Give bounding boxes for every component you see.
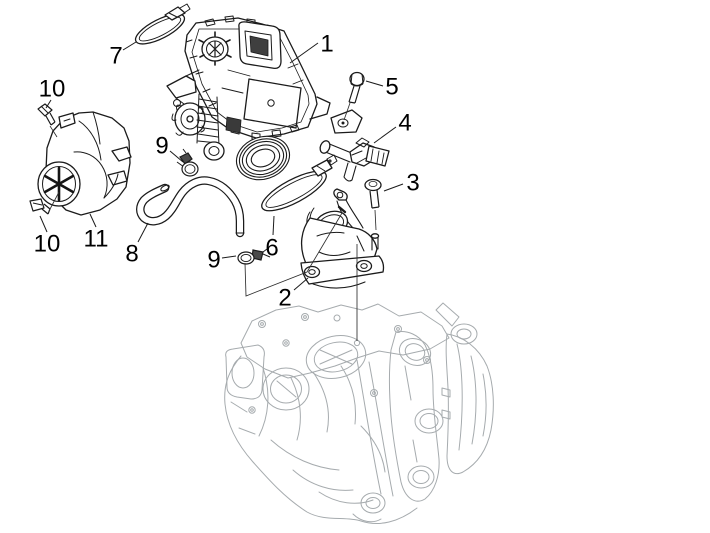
part-label-hose-clamp-small: 7 xyxy=(109,43,122,70)
throttle-body-assembly-illustration xyxy=(166,15,331,181)
part-label-intake-manifold: 2 xyxy=(278,285,291,312)
part-label-screw-lower: 10 xyxy=(34,231,61,258)
leader-line-hose-clamp-small xyxy=(122,41,137,51)
assembly-line-screw-3-to-stud xyxy=(374,209,377,231)
secondary-air-cover-illustration xyxy=(37,111,132,216)
assembly-line-screw-10-lower-to-cover xyxy=(48,191,60,212)
fuel-injector-illustration xyxy=(319,109,390,182)
leader-line-secondary-air-cover xyxy=(89,213,97,228)
leader-line-screw-upper xyxy=(45,99,52,109)
intake-manifold-illustration xyxy=(300,188,385,289)
leader-line-fuel-injector xyxy=(373,126,397,144)
engine-block-illustration xyxy=(224,302,494,524)
assembly-line-screw-10-upper-to-cover xyxy=(49,125,58,138)
part-label-throttle-body-air-filter-assembly: 1 xyxy=(320,31,333,58)
hose-clamp-9-lower-illustration xyxy=(237,248,271,265)
part-label-fuel-injector: 4 xyxy=(398,110,411,137)
part-label-manifold-screw: 3 xyxy=(406,170,419,197)
part-label-hose-clamp-upper: 9 xyxy=(155,133,168,160)
part-label-secondary-air-cover: 11 xyxy=(84,226,109,253)
leader-line-flange-bolt xyxy=(365,80,384,87)
leader-line-manifold-screw xyxy=(383,183,404,192)
assembly-line-hose-clamp-lower-to-manifold xyxy=(244,212,343,297)
bolt-5-illustration xyxy=(348,71,365,104)
screw-3-illustration xyxy=(364,178,382,209)
leader-line-hose-clamp-upper xyxy=(169,150,184,163)
leader-line-hose-clamp-lower xyxy=(221,255,237,259)
hose-clamp-9-upper-illustration xyxy=(176,148,199,177)
part-label-hose-clamp-lower: 9 xyxy=(207,247,220,274)
screw-10-lower-illustration xyxy=(29,198,51,215)
leader-line-hose-clamp-large xyxy=(272,215,275,236)
leader-line-throttle-body-air-filter-assembly xyxy=(289,42,319,64)
screw-10-upper-illustration xyxy=(37,103,56,126)
part-label-flange-bolt: 5 xyxy=(385,74,398,101)
callout-annotations: 1 7 10 9 10 11 8 9 62 54 3 xyxy=(34,31,420,341)
breather-hose-illustration xyxy=(136,176,245,238)
part-label-hose-clamp-large: 6 xyxy=(265,235,278,262)
hose-clamp-7-illustration xyxy=(134,3,191,45)
leader-line-breather-hose xyxy=(137,222,149,243)
leader-line-intake-manifold xyxy=(293,277,309,291)
engine-mount-hole xyxy=(353,339,361,347)
leader-line-screw-lower xyxy=(39,215,48,233)
hose-clamp-6-illustration xyxy=(261,154,338,212)
part-label-screw-upper: 10 xyxy=(39,76,66,103)
assembly-line-bolt-5-to-bracket xyxy=(343,102,351,121)
part-label-breather-hose: 8 xyxy=(125,241,138,268)
